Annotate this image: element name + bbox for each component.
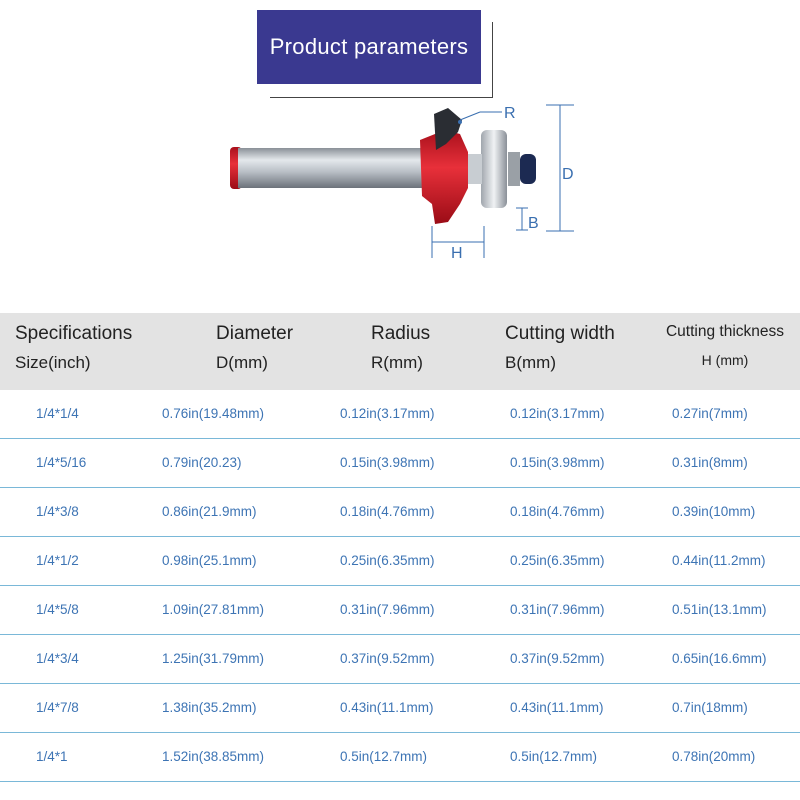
cell-cutting-width: 0.18in(4.76mm) (510, 504, 605, 519)
bearing (481, 130, 507, 208)
spec-table: 1/4*1/4 0.76in(19.48mm) 0.12in(3.17mm) 0… (0, 390, 800, 782)
cell-cutting-width: 0.5in(12.7mm) (510, 749, 598, 764)
header-specifications: Specifications Size(inch) (15, 323, 133, 372)
label-r: R (504, 105, 516, 122)
label-h: H (451, 245, 463, 262)
cell-cutting-width: 0.15in(3.98mm) (510, 455, 605, 470)
cell-radius: 0.15in(3.98mm) (340, 455, 435, 470)
table-row: 1/4*1/4 0.76in(19.48mm) 0.12in(3.17mm) 0… (0, 390, 800, 439)
cell-cutting-thickness: 0.65in(16.6mm) (672, 651, 767, 666)
cell-diameter: 1.09in(27.81mm) (162, 602, 265, 617)
cell-cutting-thickness: 0.78in(20mm) (672, 749, 756, 764)
cell-radius: 0.43in(11.1mm) (340, 700, 434, 715)
cell-radius: 0.12in(3.17mm) (340, 406, 435, 421)
cell-cutting-width: 0.25in(6.35mm) (510, 553, 605, 568)
cell-cutting-thickness: 0.27in(7mm) (672, 406, 748, 421)
bearing-nut (508, 152, 520, 186)
cell-size: 1/4*1/4 (36, 406, 79, 421)
label-b: B (528, 215, 539, 232)
cell-cutting-width: 0.43in(11.1mm) (510, 700, 604, 715)
label-d: D (562, 166, 574, 183)
screw-head (520, 154, 536, 184)
table-row: 1/4*5/8 1.09in(27.81mm) 0.31in(7.96mm) 0… (0, 586, 800, 635)
cell-cutting-width: 0.12in(3.17mm) (510, 406, 605, 421)
table-row: 1/4*5/16 0.79in(20.23) 0.15in(3.98mm) 0.… (0, 439, 800, 488)
carbide-blade (434, 108, 462, 150)
cell-size: 1/4*7/8 (36, 700, 79, 715)
table-row: 1/4*7/8 1.38in(35.2mm) 0.43in(11.1mm) 0.… (0, 684, 800, 733)
cell-size: 1/4*5/16 (36, 455, 87, 470)
table-row: 1/4*1/2 0.98in(25.1mm) 0.25in(6.35mm) 0.… (0, 537, 800, 586)
cell-size: 1/4*1 (36, 749, 68, 764)
cutter-body (420, 130, 468, 224)
cell-diameter: 0.98in(25.1mm) (162, 553, 257, 568)
header-diameter: Diameter D(mm) (216, 323, 294, 372)
table-row: 1/4*1 1.52in(38.85mm) 0.5in(12.7mm) 0.5i… (0, 733, 800, 782)
cell-diameter: 0.79in(20.23) (162, 455, 242, 470)
cell-radius: 0.18in(4.76mm) (340, 504, 435, 519)
table-row: 1/4*3/4 1.25in(31.79mm) 0.37in(9.52mm) 0… (0, 635, 800, 684)
header-cutting-thickness: Cutting thickness H (mm) (665, 323, 785, 368)
cell-size: 1/4*5/8 (36, 602, 79, 617)
shank (238, 148, 430, 188)
cell-radius: 0.25in(6.35mm) (340, 553, 435, 568)
cell-cutting-thickness: 0.7in(18mm) (672, 700, 748, 715)
cell-diameter: 1.38in(35.2mm) (162, 700, 257, 715)
cell-cutting-thickness: 0.39in(10mm) (672, 504, 756, 519)
cell-cutting-thickness: 0.31in(8mm) (672, 455, 748, 470)
router-bit-diagram: R D B H (230, 104, 574, 262)
cell-radius: 0.31in(7.96mm) (340, 602, 435, 617)
table-header: Specifications Size(inch) Diameter D(mm)… (0, 313, 800, 390)
cell-cutting-thickness: 0.44in(11.2mm) (672, 553, 766, 568)
cell-diameter: 1.52in(38.85mm) (162, 749, 265, 764)
title-box-shadow (270, 22, 493, 98)
cell-radius: 0.5in(12.7mm) (340, 749, 428, 764)
cell-diameter: 0.86in(21.9mm) (162, 504, 257, 519)
cell-diameter: 1.25in(31.79mm) (162, 651, 265, 666)
cell-size: 1/4*3/8 (36, 504, 79, 519)
cell-cutting-width: 0.37in(9.52mm) (510, 651, 605, 666)
cell-cutting-width: 0.31in(7.96mm) (510, 602, 605, 617)
header-cutting-width: Cutting width B(mm) (505, 323, 615, 372)
table-row: 1/4*3/8 0.86in(21.9mm) 0.18in(4.76mm) 0.… (0, 488, 800, 537)
header-radius: Radius R(mm) (371, 323, 431, 372)
cell-cutting-thickness: 0.51in(13.1mm) (672, 602, 767, 617)
cell-size: 1/4*1/2 (36, 553, 79, 568)
cell-size: 1/4*3/4 (36, 651, 79, 666)
cell-radius: 0.37in(9.52mm) (340, 651, 435, 666)
cell-diameter: 0.76in(19.48mm) (162, 406, 265, 421)
product-parameters-title: Product parameters (257, 10, 481, 84)
